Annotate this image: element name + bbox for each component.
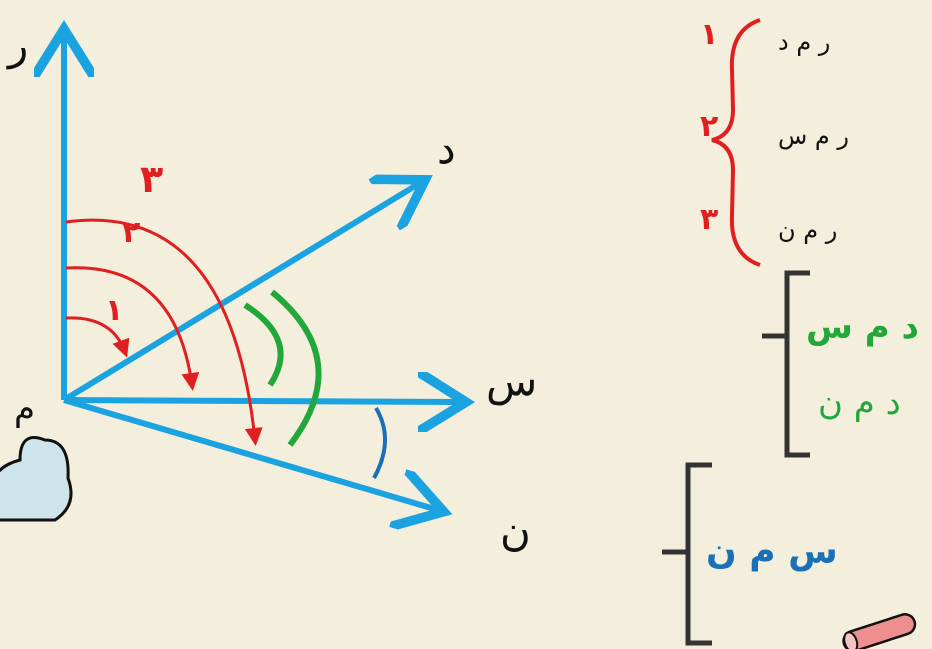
green-arc-inner (243, 302, 284, 387)
cloud-shape (0, 436, 73, 522)
blue-arc (372, 406, 387, 479)
chalk-icon (842, 613, 917, 649)
red-brace (711, 18, 761, 267)
ray-d (62, 183, 420, 403)
green-group-row-2: د م ن (818, 383, 901, 423)
red-group-number-3: ٣ (700, 202, 719, 237)
label-vertex: م (14, 389, 36, 429)
red-group-number-1: ١ (700, 17, 719, 52)
red-group-row-1: ر م د (778, 28, 831, 56)
ray-n (63, 397, 438, 510)
red-arc-3 (65, 218, 263, 446)
label-n: ن (500, 506, 531, 555)
blue-bracket (662, 462, 712, 646)
red-arc-2 (65, 266, 200, 391)
arc-number-2: ٢ (122, 215, 141, 250)
arc-number-3: ٣ (140, 157, 164, 201)
label-s: س (486, 356, 538, 405)
green-arc-outer (270, 289, 322, 447)
label-d: د (437, 124, 456, 173)
red-group-row-3: ر م ن (778, 216, 838, 244)
green-bracket (762, 270, 810, 458)
blue-group-row-1: س م ن (706, 531, 838, 572)
label-r: ر (8, 20, 29, 69)
green-group-row-1: د م س (806, 307, 919, 347)
ray-s (63, 400, 460, 402)
arc-number-1: ١ (105, 293, 124, 328)
red-group-number-2: ٢ (700, 109, 719, 144)
red-group-row-2: ر م س (778, 122, 850, 150)
red-arc-1 (65, 316, 130, 358)
